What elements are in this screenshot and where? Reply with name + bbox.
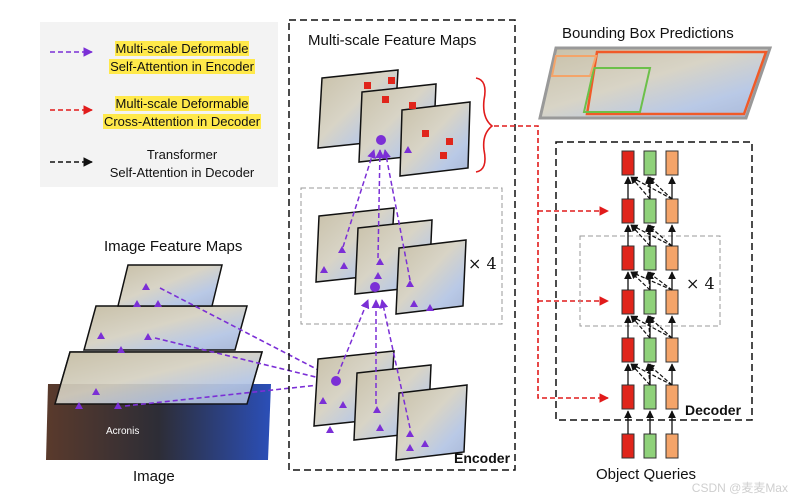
- label-decoder-repeat: × 4: [686, 274, 715, 293]
- legend-line: Self-Attention in Decoder: [109, 165, 255, 180]
- decoder-token: [621, 433, 635, 459]
- decoder-token: [621, 337, 635, 363]
- image-sampling-points: [75, 283, 162, 409]
- decoder-columns: [621, 150, 679, 459]
- feature-maps-middle: [315, 207, 467, 315]
- image-feature-map-level-1-front: [54, 351, 263, 405]
- decoder-self-attention-arrow: [630, 176, 673, 200]
- label-object-queries: Object Queries: [596, 466, 697, 483]
- bbox-green: [582, 67, 652, 113]
- legend-item-encoder-self-attention: Multi-scale Deformable Self-Attention in…: [97, 40, 267, 76]
- decoder-token: [621, 198, 635, 224]
- decoder-self-attention-arrow: [647, 224, 673, 247]
- decoder-box: [555, 141, 753, 421]
- encoder-box: [288, 19, 516, 471]
- decoder-self-attention-arrow: [630, 363, 673, 386]
- encoder-attention-arrows: [337, 149, 411, 429]
- legend-item-decoder-cross-attention: Multi-scale Deformable Cross-Attention i…: [97, 95, 267, 131]
- legend-line: Self-Attention in Encoder: [109, 59, 255, 74]
- decoder-token: [665, 198, 679, 224]
- decoder-token: [643, 337, 657, 363]
- decoder-self-attention-arrow: [630, 363, 651, 386]
- decoder-self-attention-arrow: [630, 224, 651, 247]
- legend-item-decoder-self-attention: Transformer Self-Attention in Decoder: [97, 146, 267, 182]
- bbox-red: [585, 50, 768, 116]
- feature-maps-bottom: [313, 350, 468, 461]
- decoder-self-attention-arrow: [647, 176, 673, 200]
- decoder-token: [643, 289, 657, 315]
- decoder-self-attention-arrow: [647, 271, 673, 291]
- watermark: CSDN @麦麦Max: [691, 481, 788, 495]
- decoder-token: [643, 198, 657, 224]
- sampling-points-red: [364, 77, 453, 159]
- decoder-token: [643, 433, 657, 459]
- legend-line: Multi-scale Deformable: [114, 41, 250, 56]
- decoder-token: [665, 433, 679, 459]
- decoder-token: [665, 150, 679, 176]
- legend-line: Cross-Attention in Decoder: [102, 114, 262, 129]
- bounding-box-predictions-image: [538, 46, 773, 120]
- decoder-self-attention-arrow: [630, 271, 673, 291]
- decoder-token: [665, 384, 679, 410]
- decoder-self-attention-arrow: [630, 315, 673, 339]
- decoder-token: [665, 289, 679, 315]
- decoder-token: [643, 150, 657, 176]
- decoder-self-attention-arrow: [647, 363, 673, 386]
- image-pyramid: [46, 264, 271, 460]
- image-feature-map-level-3: [117, 264, 223, 307]
- feature-maps-top: [317, 69, 471, 177]
- decoder-self-attention-arrow: [630, 224, 673, 247]
- decoder-token: [643, 384, 657, 410]
- label-encoder-repeat: × 4: [468, 254, 497, 273]
- legend-line: Transformer: [146, 147, 218, 162]
- feature-bracket: [475, 77, 494, 173]
- decoder-token: [665, 245, 679, 271]
- decoder-self-attention-arrow: [647, 315, 673, 339]
- decoder-token: [621, 289, 635, 315]
- label-bounding-box-predictions: Bounding Box Predictions: [562, 25, 734, 42]
- label-image-feature-maps: Image Feature Maps: [104, 238, 243, 255]
- decoder-self-attention-arrow: [645, 224, 653, 247]
- decoder-token: [621, 245, 635, 271]
- encoder-repeat-box: [300, 187, 503, 325]
- label-encoder: Encoder: [454, 450, 511, 466]
- decoder-self-attention-arrow: [630, 315, 651, 339]
- label-image: Image: [133, 468, 175, 485]
- decoder-token: [665, 337, 679, 363]
- decoder-token: [621, 150, 635, 176]
- legend-line: Multi-scale Deformable: [114, 96, 250, 111]
- decoder-self-attention-arrow: [645, 363, 653, 386]
- image-feature-map-level-2: [83, 305, 248, 351]
- decoder-token: [621, 384, 635, 410]
- label-decoder: Decoder: [685, 402, 742, 418]
- cross-attention-arrows: [494, 125, 609, 403]
- label-multi-scale-feature-maps: Multi-scale Feature Maps: [308, 32, 477, 49]
- decoder-self-attention-arrow: [630, 176, 651, 200]
- bbox-orange: [550, 55, 598, 77]
- image-overlay-text: Acronis: [106, 426, 140, 437]
- decoder-token: [643, 245, 657, 271]
- pyramid-to-encoder-arrows: [124, 287, 331, 407]
- decoder-self-attention-arrow: [630, 271, 651, 291]
